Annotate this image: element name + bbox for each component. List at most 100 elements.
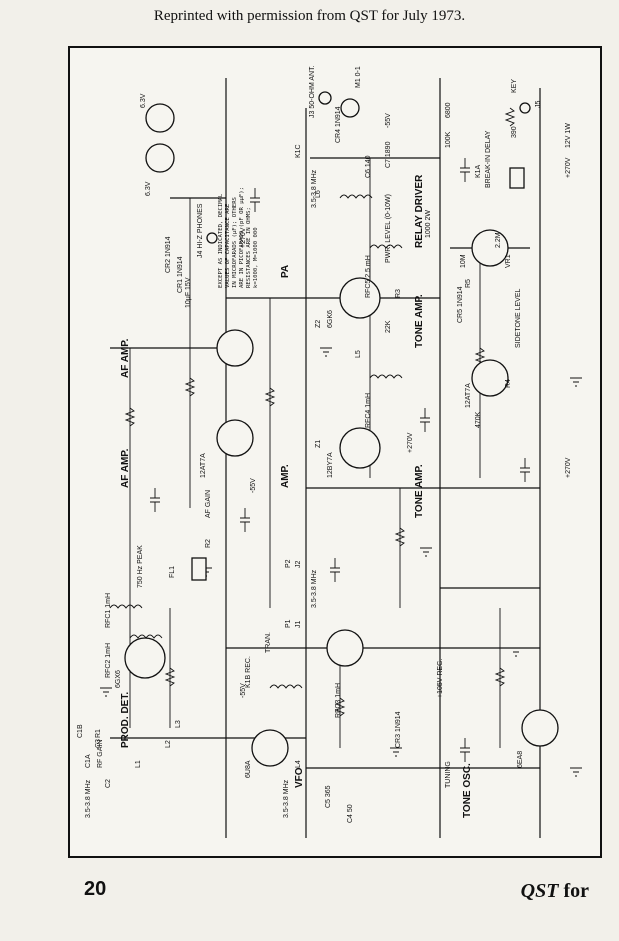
component-label: R4 <box>505 379 512 388</box>
tube-v1-heater <box>145 143 175 173</box>
tube-v2a <box>216 419 254 457</box>
component-labels: 3.5-3.8 MHz 3.5-3.8 MHz 3.5-3.8 MHz 3.5-… <box>77 65 572 823</box>
component-label: KEY <box>511 79 518 93</box>
component-label: C1A <box>85 754 92 768</box>
component-label: 750 Hz PEAK <box>137 545 144 588</box>
component-label: Z2 <box>315 320 322 328</box>
notes-block: EXCEPT AS INDICATED, DECIMAL VALUES OF C… <box>218 187 259 288</box>
component-label: -55V <box>385 113 392 128</box>
tube-v5 <box>339 277 381 319</box>
component-label: 10M <box>460 254 467 268</box>
component-label: K1C <box>295 144 302 158</box>
schematic-frame: .w{stroke:#111;stroke-width:1.2;fill:non… <box>68 46 602 858</box>
component-label: PWR. LEVEL (0-10W) <box>385 194 392 263</box>
tube-label-v3: 6U8A <box>245 760 252 778</box>
label-amp: AMP. <box>280 464 291 488</box>
component-label: C2 <box>105 779 112 788</box>
magazine-name: QST <box>520 880 559 902</box>
component-label: L4 <box>295 760 302 768</box>
panel-connectors <box>191 91 531 581</box>
component-label: C6 140 <box>365 155 372 178</box>
tube-v6a <box>521 709 559 747</box>
tube-label-v4: 12BY7A <box>327 452 334 478</box>
component-label: RF GAIN <box>97 740 104 768</box>
label-af-amp-2: AF AMP. <box>120 338 131 378</box>
component-label: 3.5-3.8 MHz <box>283 779 290 818</box>
tube-v7b <box>471 229 509 267</box>
component-label: J5 <box>535 101 542 109</box>
component-label: CR2 1N914 <box>165 236 172 273</box>
component-label: 22K <box>385 320 392 333</box>
component-label: CR3 1N914 <box>395 711 402 748</box>
component-label: P2 <box>285 559 292 568</box>
note-line-4: ARE IN PICOFARADS (pF OR μμF); <box>239 187 245 288</box>
tube-label-v1: 6GX6 <box>115 670 122 688</box>
component-label: 1000 2W <box>425 210 432 238</box>
phones-jack-icon <box>206 232 218 244</box>
component-label: 3.5-3.8 MHz <box>311 169 318 208</box>
component-label: L2 <box>165 740 172 748</box>
section-labels: PROD. DET. AF AMP. AF AMP. AMP. PA TONE … <box>120 174 473 818</box>
component-label: 3.5-3.8 MHz <box>85 779 92 818</box>
tube-v7a <box>471 359 509 397</box>
reprint-credit: Reprinted with permission from QST for J… <box>153 8 466 24</box>
component-label: L3 <box>175 720 182 728</box>
component-label: -55V <box>240 683 247 698</box>
wiring <box>100 78 582 838</box>
component-label: 6800 <box>445 102 452 118</box>
component-label: -55V <box>250 478 257 493</box>
component-label: 12V 1W <box>565 123 572 148</box>
component-label: L1 <box>135 760 142 768</box>
component-label: CR1 1N914 <box>177 256 184 293</box>
tube-v4 <box>339 427 381 469</box>
label-relay-driver: RELAY DRIVER <box>414 174 425 248</box>
note-line-5: RESISTANCES ARE IN OHMS; <box>246 207 252 288</box>
component-label: L6 <box>315 190 322 198</box>
meter-m1 <box>340 98 360 118</box>
page-number: 20 <box>84 878 107 900</box>
label-tone-amp-2: TONE AMP. <box>414 294 425 348</box>
component-label: +105V REG. <box>437 658 444 698</box>
component-label: RFC4 1mH <box>365 393 372 428</box>
key-jack-icon <box>519 102 531 114</box>
component-label: Z1 <box>315 440 322 448</box>
component-label: RFC2 1mH <box>105 643 112 678</box>
label-tone-osc: TONE OSC. <box>462 763 473 818</box>
note-line-6: k=1000, M=1000 000 <box>253 227 259 288</box>
tube-label-v6: 6EA8 <box>517 751 524 768</box>
component-label: C5 365 <box>325 785 332 808</box>
component-label: RFC5 2.5 mH <box>365 255 372 298</box>
vacuum-tubes <box>124 103 559 767</box>
component-label: TRAN. <box>265 632 272 653</box>
tube-v4-heater <box>145 103 175 133</box>
component-label: J3 50-OHM ANT. <box>309 65 316 118</box>
component-label: +270V <box>565 457 572 478</box>
tube-v3a <box>251 729 289 767</box>
component-label: J1 <box>295 621 302 629</box>
component-label: +270V <box>565 157 572 178</box>
component-label: R2 <box>205 539 212 548</box>
component-label: K1B REC. <box>245 656 252 688</box>
note-line-2: VALUES OF CAPACITANCE ARE <box>225 203 231 288</box>
component-label: SIDETONE LEVEL <box>515 288 522 348</box>
component-label: R3 <box>395 289 402 298</box>
component-label: 6.3V <box>140 93 147 108</box>
component-label: +270V <box>240 227 247 248</box>
label-prod-det: PROD. DET. <box>120 692 131 748</box>
label-tone-amp-1: TONE AMP. <box>414 464 425 518</box>
component-label: R1 <box>95 729 102 738</box>
footer-magazine: QST for <box>521 880 589 903</box>
component-label: K1A <box>475 164 482 178</box>
component-label: 2.2M <box>495 232 502 248</box>
component-label: L5 <box>355 350 362 358</box>
component-label: AF GAIN <box>205 490 212 518</box>
component-label: C1B <box>77 724 84 738</box>
component-label: CR4 1N914 <box>335 106 342 143</box>
relay-k1a-icon <box>509 167 525 189</box>
component-label: R5 <box>465 279 472 288</box>
antenna-jack-icon <box>318 91 332 105</box>
tube-label-v5: 6GK6 <box>327 310 334 328</box>
component-label: VR1 <box>505 254 512 268</box>
tube-v1 <box>124 637 166 679</box>
magazine-suffix: for <box>563 880 589 902</box>
